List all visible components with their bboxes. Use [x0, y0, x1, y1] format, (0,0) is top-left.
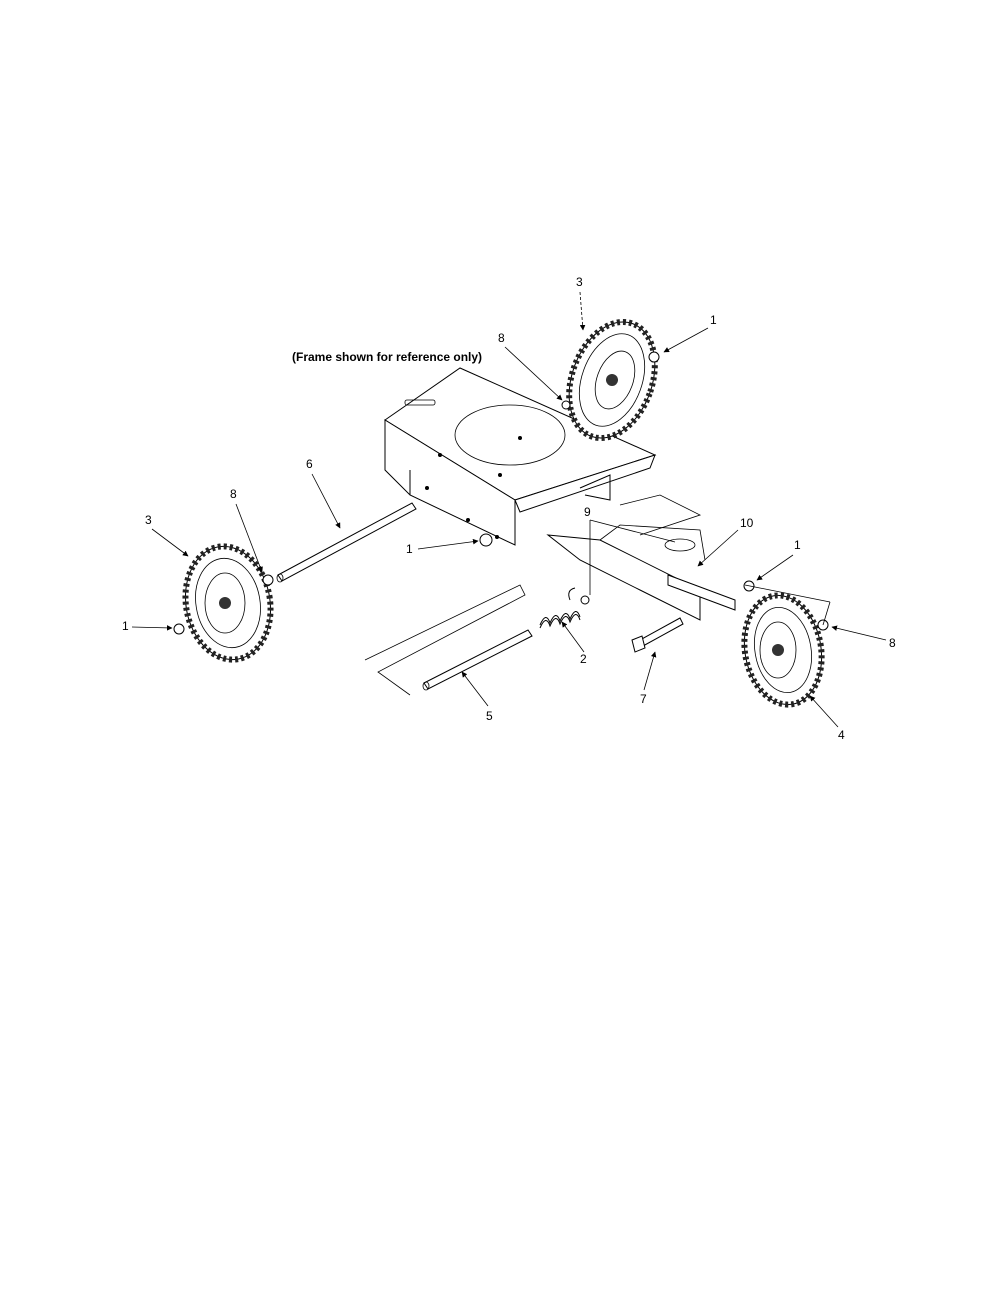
- bracket: [546, 524, 736, 621]
- axle-6: [276, 502, 417, 583]
- callout-7: 7: [640, 692, 647, 706]
- wheel-left: [182, 543, 274, 663]
- callout-8-left: 8: [230, 487, 237, 501]
- callout-3-top: 3: [576, 275, 583, 289]
- bolt-7: [631, 617, 684, 653]
- callout-8-right: 8: [889, 636, 896, 650]
- axle-5: [422, 629, 533, 691]
- callout-1-right: 1: [794, 538, 801, 552]
- callout-3-left: 3: [145, 513, 152, 527]
- callout-4: 4: [838, 728, 845, 742]
- reference-plane: [364, 584, 526, 696]
- callout-6: 6: [306, 457, 313, 471]
- wheel-right: [741, 592, 825, 708]
- callout-5: 5: [486, 709, 493, 723]
- spring: [539, 587, 581, 629]
- callout-1-mid: 1: [406, 542, 413, 556]
- callout-8-top: 8: [498, 331, 505, 345]
- callout-10: 10: [740, 516, 754, 530]
- wheel-top: [566, 318, 658, 442]
- frame: [384, 367, 702, 546]
- callouts: 3 1 8 6 8 3 1 1 9 10 1 2 8 7 5 4: [122, 275, 896, 742]
- callout-1-top: 1: [710, 313, 717, 327]
- callout-9: 9: [584, 505, 591, 519]
- nuts: [173, 351, 829, 635]
- callout-2: 2: [580, 652, 587, 666]
- callout-1-left: 1: [122, 619, 129, 633]
- frame-caption: (Frame shown for reference only): [292, 350, 482, 364]
